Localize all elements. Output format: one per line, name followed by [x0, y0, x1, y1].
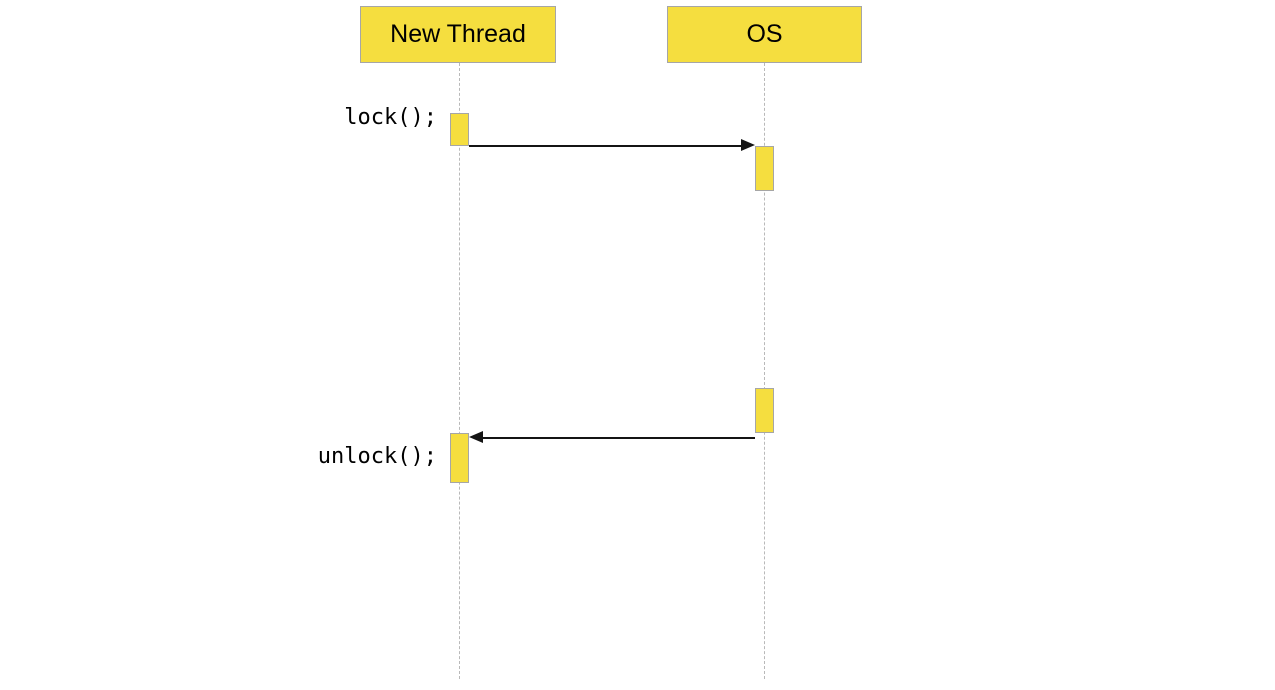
- message-unlock-label: unlock();: [317, 444, 437, 469]
- message-lock-line[interactable]: [469, 145, 741, 147]
- message-unlock-arrowhead-icon: [469, 431, 483, 443]
- participant-os[interactable]: OS: [667, 6, 862, 63]
- activation-new-thread-lock[interactable]: [450, 113, 469, 146]
- participant-new-thread[interactable]: New Thread: [360, 6, 556, 63]
- lifeline-os: [764, 63, 765, 679]
- message-lock-label: lock();: [344, 105, 437, 130]
- message-lock-arrowhead-icon: [741, 139, 755, 151]
- participant-new-thread-label: New Thread: [390, 20, 526, 48]
- message-unlock-line[interactable]: [483, 437, 755, 439]
- activation-os-unlock[interactable]: [755, 388, 774, 433]
- participant-os-label: OS: [746, 20, 783, 48]
- activation-new-thread-unlock[interactable]: [450, 433, 469, 483]
- activation-os-lock[interactable]: [755, 146, 774, 191]
- lifeline-new-thread: [459, 63, 460, 679]
